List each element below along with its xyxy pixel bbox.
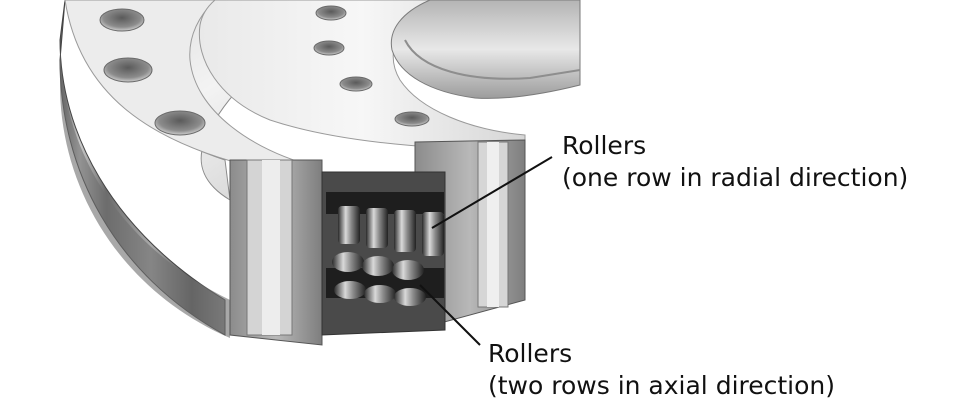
mounting-hole xyxy=(99,8,145,32)
roller xyxy=(392,260,424,280)
callout-radial-rollers: Rollers (one row in radial direction) xyxy=(562,130,908,194)
callout-axial-rollers: Rollers (two rows in axial direction) xyxy=(488,338,835,402)
roller xyxy=(338,206,360,244)
callout-axial-detail: (two rows in axial direction) xyxy=(488,371,836,400)
leader-line-radial xyxy=(431,156,553,229)
leader-line-axial xyxy=(419,284,481,346)
roller xyxy=(362,256,394,276)
mounting-hole xyxy=(315,5,347,21)
roller xyxy=(366,208,388,248)
bolt-hole-section-shadow xyxy=(262,160,280,335)
inner-bolt-hole-section-shadow xyxy=(487,142,499,307)
roller xyxy=(422,212,444,256)
mounting-hole xyxy=(313,40,345,56)
roller xyxy=(334,281,366,299)
outer-ring-side-wall xyxy=(60,45,230,338)
axial-roller-rows xyxy=(326,252,444,306)
callout-radial-detail: (one row in radial direction) xyxy=(562,163,909,192)
callout-radial-title: Rollers xyxy=(562,131,647,160)
mounting-hole xyxy=(154,110,206,136)
roller xyxy=(332,252,364,272)
mounting-hole xyxy=(394,111,430,127)
roller xyxy=(364,285,396,303)
callout-axial-title: Rollers xyxy=(488,339,573,368)
bore-groove xyxy=(404,39,581,80)
mounting-hole xyxy=(103,57,153,83)
outer-ring-top-face-band xyxy=(64,0,321,169)
inner-bore-surface xyxy=(390,0,581,99)
roller xyxy=(394,288,426,306)
roller xyxy=(394,210,416,252)
mounting-hole xyxy=(339,76,373,92)
